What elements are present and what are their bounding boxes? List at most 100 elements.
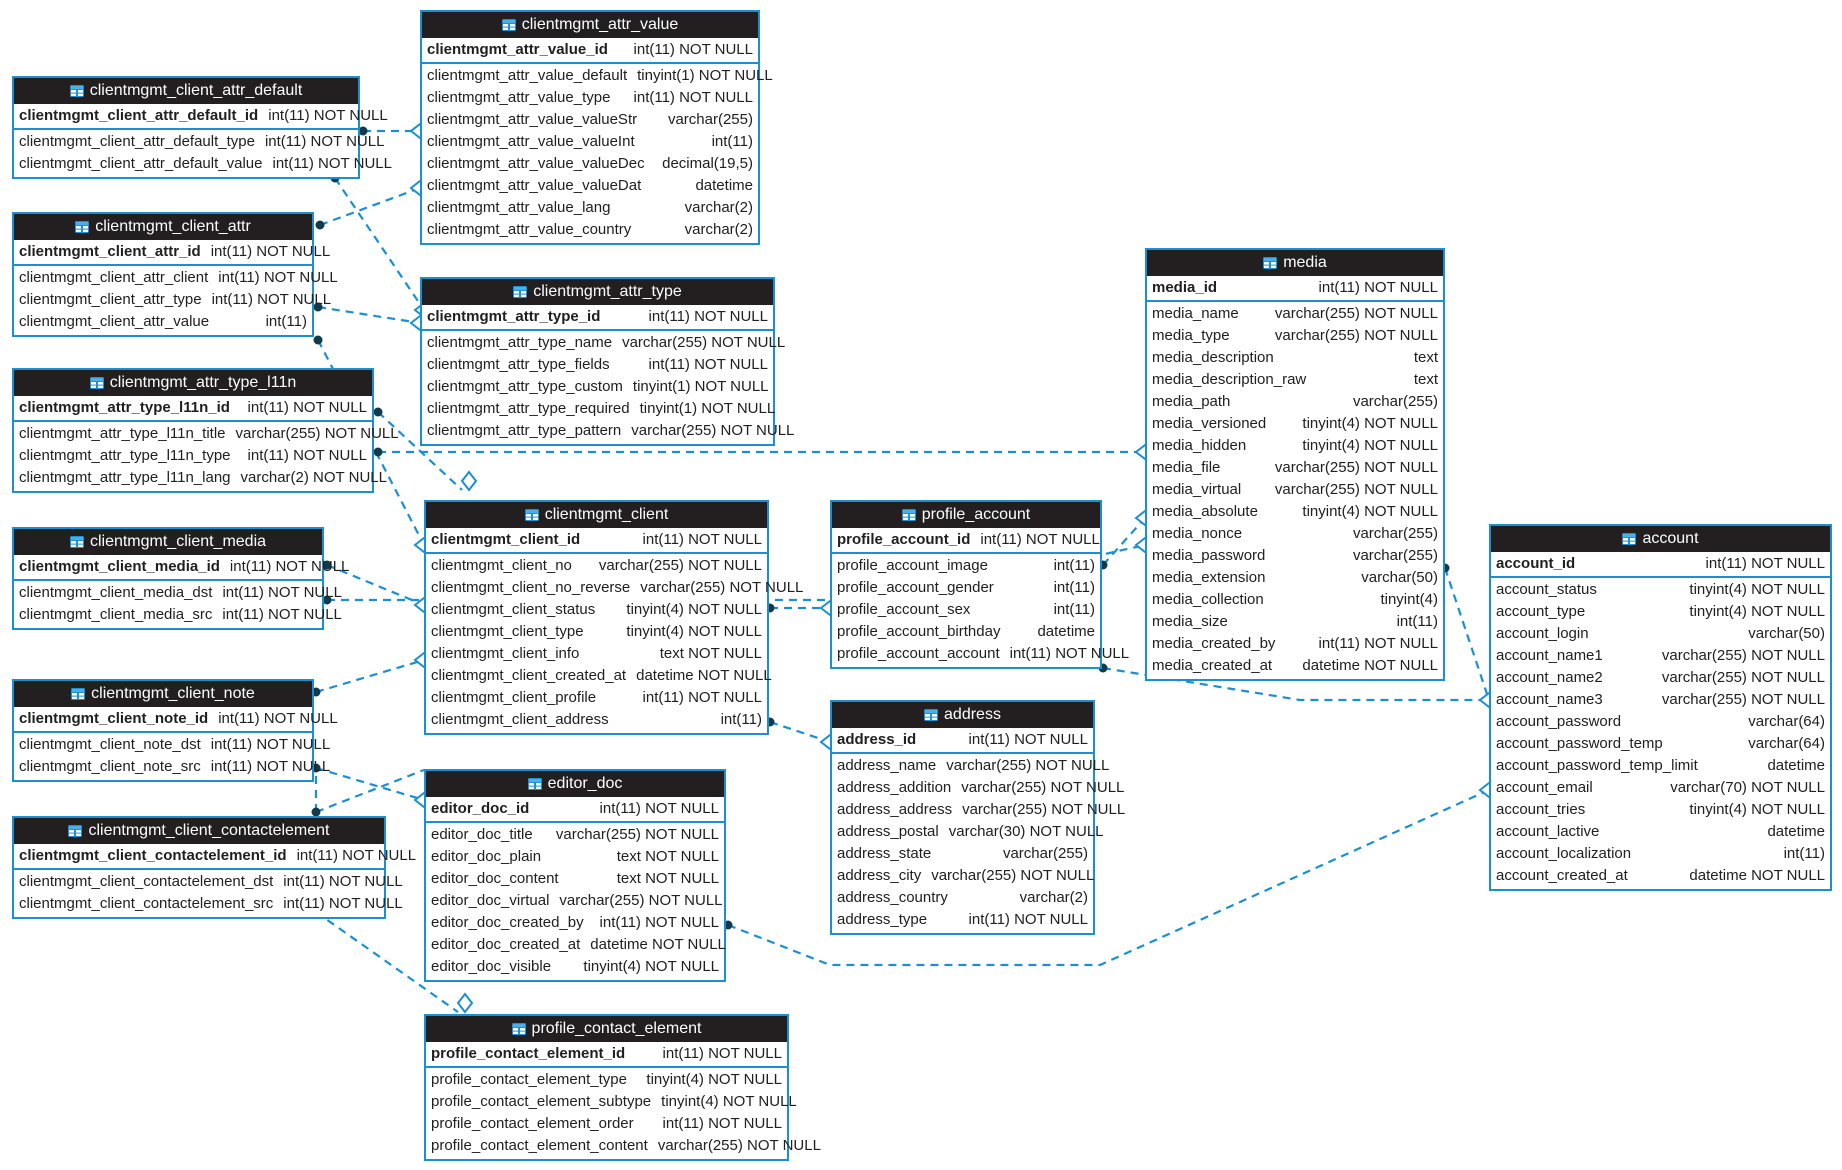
table-icon [511,1023,526,1035]
entity-header[interactable]: clientmgmt_client_contactelement [14,818,384,844]
field-name: clientmgmt_attr_value_valueInt [427,133,635,150]
entity-header[interactable]: profile_contact_element [426,1016,787,1042]
field-name: account_name1 [1496,647,1603,664]
field-name: clientmgmt_attr_value_default [427,67,628,84]
entity-header[interactable]: profile_account [832,502,1100,528]
field-name: clientmgmt_client_attr_default_type [19,133,255,150]
entity-title: clientmgmt_client [544,506,669,523]
field-type: varchar(255) NOT NULL [931,867,1095,884]
field-name: profile_contact_element_id [431,1045,626,1062]
entity-header[interactable]: account [1491,526,1830,552]
field-type: tinyint(4) NOT NULL [583,958,719,975]
entity-header[interactable]: clientmgmt_attr_type [422,279,773,305]
entity-table-clientmgmt_attr_type_l11n[interactable]: clientmgmt_attr_type_l11n clientmgmt_attr… [12,368,399,493]
field-name: clientmgmt_client_media_id [19,558,220,575]
entity-table-clientmgmt_attr_type[interactable]: clientmgmt_attr_type clientmgmt_attr_type… [420,277,794,446]
field-name: address_postal [837,823,939,840]
field-type: int(11) NOT NULL [272,155,392,172]
entity-table-clientmgmt_client_media[interactable]: clientmgmt_client_media clientmgmt_client… [12,527,349,630]
entity-header[interactable]: clientmgmt_client [426,502,767,528]
table-icon [501,19,516,31]
field-type: varchar(255) NOT NULL [555,826,719,843]
field-type: int(11) NOT NULL [222,606,342,623]
field-type: int(11) NOT NULL [283,895,403,912]
field-name: address_address [837,801,953,818]
field-name: clientmgmt_attr_type_name [427,334,613,351]
entity-header[interactable]: clientmgmt_client_media [14,529,322,555]
entity-header[interactable]: editor_doc [426,771,724,797]
field-type: int(11) NOT NULL [229,558,350,575]
entity-header[interactable]: clientmgmt_attr_type_l11n [14,370,372,396]
field-type: tinyint(4) [1380,591,1438,608]
table-icon [75,221,90,233]
entity-header[interactable]: address [832,702,1093,728]
field-name: account_type [1496,603,1586,620]
field-name: media_created_by [1152,635,1276,652]
field-type: tinyint(1) NOT NULL [637,67,773,84]
field-name: clientmgmt_attr_value_id [427,41,608,58]
field-type: datetime [695,177,753,194]
table-icon [69,536,84,548]
entity-title: clientmgmt_attr_type_l11n [109,374,297,391]
entity-header[interactable]: clientmgmt_client_note [14,681,312,707]
entity-header[interactable]: clientmgmt_attr_value [422,12,758,38]
entity-table-clientmgmt_client_attr[interactable]: clientmgmt_client_attr clientmgmt_client_… [12,212,338,337]
field-type: varchar(255) NOT NULL [946,757,1110,774]
field-name: clientmgmt_client_profile [431,689,597,706]
field-type: varchar(255) [1352,393,1438,410]
field-name: address_name [837,757,937,774]
relation-line [315,658,425,694]
field-name: clientmgmt_attr_value_valueDat [427,177,642,194]
entity-header[interactable]: clientmgmt_client_attr_default [14,78,358,104]
entity-title: clientmgmt_attr_type [533,283,682,300]
table-icon [527,778,542,790]
field-name: media_versioned [1152,415,1267,432]
field-name: clientmgmt_client_attr_value [19,313,210,330]
field-type: int(11) NOT NULL [648,308,768,325]
field-name: clientmgmt_client_type [431,623,584,640]
field-type: int(11) NOT NULL [642,531,762,548]
field-name: clientmgmt_attr_type_pattern [427,422,622,439]
entity-table-clientmgmt_client_note[interactable]: clientmgmt_client_note clientmgmt_client_… [12,679,338,782]
field-name: media_nonce [1152,525,1243,542]
entity-header[interactable]: clientmgmt_client_attr [14,214,312,240]
field-type: int(11) NOT NULL [648,356,768,373]
field-type: datetime NOT NULL [636,667,772,684]
entity-header[interactable]: media [1147,250,1443,276]
